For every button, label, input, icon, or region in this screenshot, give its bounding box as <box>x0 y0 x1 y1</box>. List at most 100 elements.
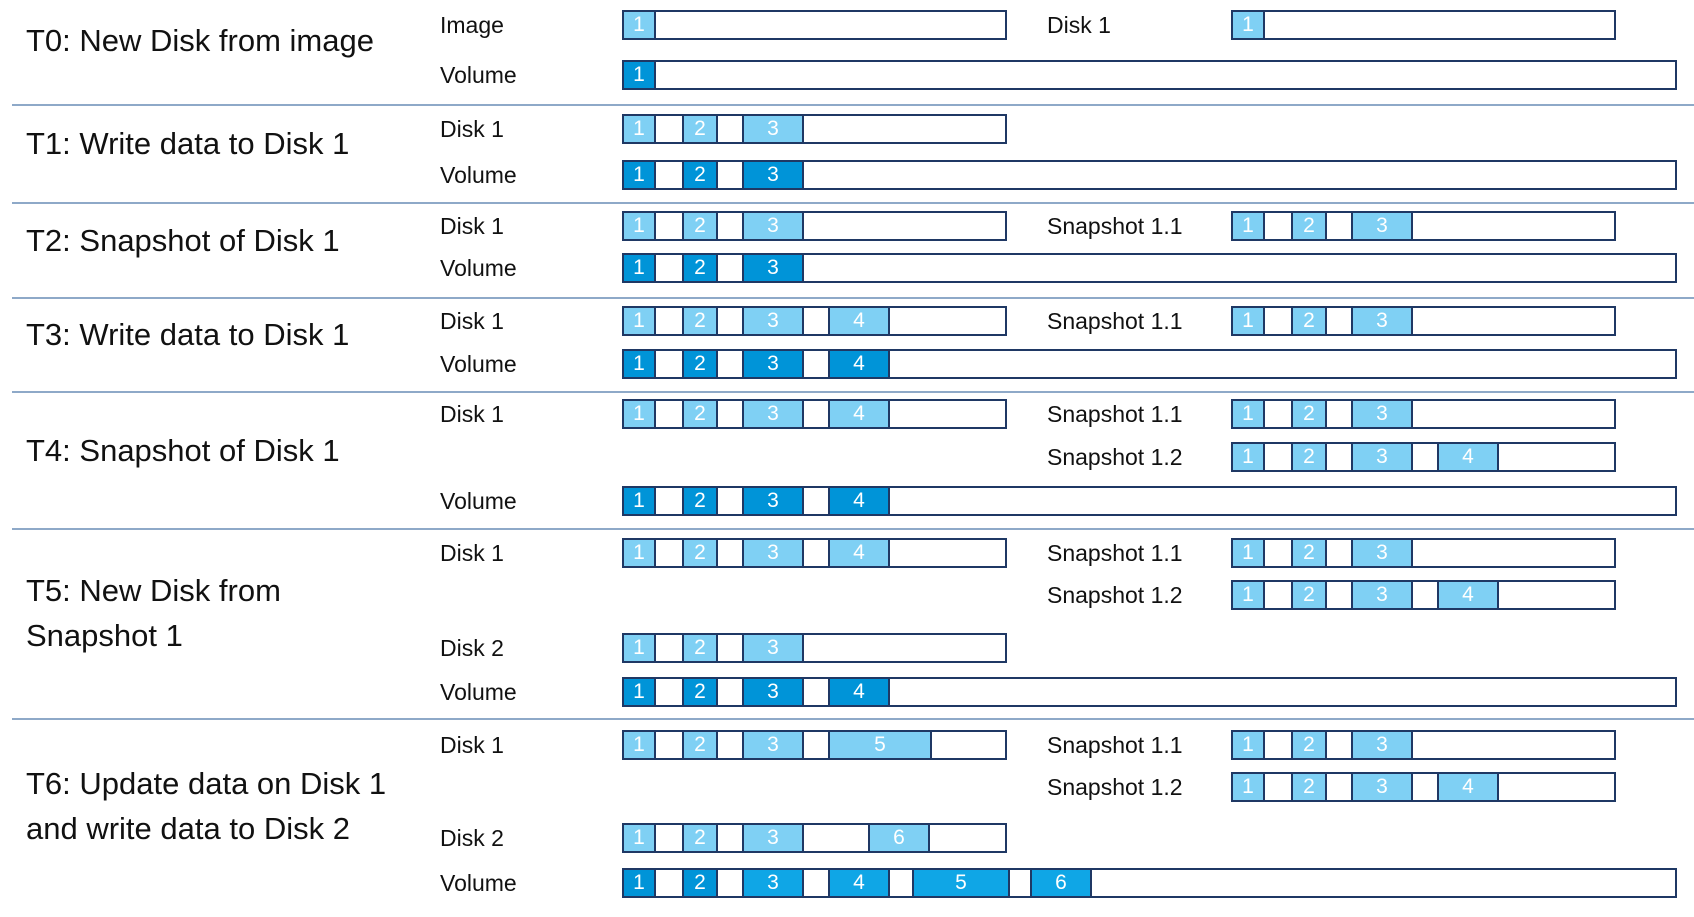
data-block-6: 6 <box>868 825 930 851</box>
data-block-3: 3 <box>1351 213 1413 239</box>
data-block-1: 1 <box>1231 213 1265 239</box>
data-block-2: 2 <box>682 488 718 514</box>
data-block-3: 3 <box>742 732 804 758</box>
data-block-2: 2 <box>1291 213 1327 239</box>
data-block-1: 1 <box>622 116 656 142</box>
data-block-3: 3 <box>742 116 804 142</box>
disk-1-label: Disk 1 <box>440 116 504 142</box>
data-block-1: 1 <box>1231 401 1265 427</box>
stage-title-t5: T5: New Disk from <box>26 573 281 608</box>
stage-separator <box>12 391 1694 393</box>
volume-label: Volume <box>440 162 517 188</box>
data-block-3: 3 <box>742 825 804 851</box>
data-block-2: 2 <box>1291 308 1327 334</box>
data-block-2: 2 <box>1291 732 1327 758</box>
stage-title-t4: T4: Snapshot of Disk 1 <box>26 433 340 468</box>
data-block-3: 3 <box>742 401 804 427</box>
data-block-1: 1 <box>622 351 656 377</box>
data-block-1: 1 <box>622 540 656 566</box>
data-block-4: 4 <box>828 870 890 896</box>
stage-separator <box>12 297 1694 299</box>
image-label: Image <box>440 12 504 38</box>
data-block-3: 3 <box>1351 401 1413 427</box>
data-block-4: 4 <box>828 488 890 514</box>
data-block-3: 3 <box>1351 582 1413 608</box>
data-block-1: 1 <box>622 488 656 514</box>
data-block-2: 2 <box>682 870 718 896</box>
data-block-1: 1 <box>1231 540 1265 566</box>
disk-1-label: Disk 1 <box>440 401 504 427</box>
data-block-3: 3 <box>742 162 804 188</box>
data-block-1: 1 <box>622 732 656 758</box>
data-block-2: 2 <box>682 732 718 758</box>
data-block-3: 3 <box>742 540 804 566</box>
data-block-4: 4 <box>1437 582 1499 608</box>
disk-2-label: Disk 2 <box>440 825 504 851</box>
snapshot-1-2-label: Snapshot 1.2 <box>1047 444 1183 470</box>
data-block-2: 2 <box>682 351 718 377</box>
volume-label: Volume <box>440 488 517 514</box>
data-block-1: 1 <box>622 870 656 896</box>
data-block-2: 2 <box>1291 540 1327 566</box>
data-block-2: 2 <box>682 825 718 851</box>
data-block-4: 4 <box>1437 774 1499 800</box>
snapshot-1-2-label: Snapshot 1.2 <box>1047 774 1183 800</box>
data-block-1: 1 <box>1231 732 1265 758</box>
data-block-1: 1 <box>622 679 656 705</box>
data-block-3: 3 <box>1351 774 1413 800</box>
data-block-3: 3 <box>1351 732 1413 758</box>
disk-1-label: Disk 1 <box>440 732 504 758</box>
volume-label: Volume <box>440 62 517 88</box>
stage-separator <box>12 104 1694 106</box>
disk-bar: 1 <box>1231 10 1616 40</box>
data-block-3: 3 <box>742 308 804 334</box>
data-block-1: 1 <box>622 635 656 661</box>
data-block-4: 4 <box>828 540 890 566</box>
stage-title-t2: T2: Snapshot of Disk 1 <box>26 223 340 258</box>
stage-separator <box>12 718 1694 720</box>
stage-separator <box>12 202 1694 204</box>
data-block-4: 4 <box>828 679 890 705</box>
data-block-2: 2 <box>1291 582 1327 608</box>
snapshot-1-1-label: Snapshot 1.1 <box>1047 401 1183 427</box>
data-block-2: 2 <box>1291 774 1327 800</box>
snapshot-1-2-label: Snapshot 1.2 <box>1047 582 1183 608</box>
data-block-1: 1 <box>1231 582 1265 608</box>
data-block-1: 1 <box>622 12 656 38</box>
data-block-5: 5 <box>828 732 932 758</box>
volume-label: Volume <box>440 351 517 377</box>
data-block-3: 3 <box>742 488 804 514</box>
data-block-4: 4 <box>1437 444 1499 470</box>
data-block-2: 2 <box>682 162 718 188</box>
data-block-1: 1 <box>1231 12 1265 38</box>
stage-title-t6: and write data to Disk 2 <box>26 811 350 846</box>
stage-title-t5: Snapshot 1 <box>26 618 183 653</box>
data-block-1: 1 <box>622 308 656 334</box>
data-block-1: 1 <box>622 255 656 281</box>
data-block-1: 1 <box>1231 444 1265 470</box>
data-block-2: 2 <box>1291 444 1327 470</box>
data-block-1: 1 <box>622 401 656 427</box>
data-block-4: 4 <box>828 351 890 377</box>
data-block-3: 3 <box>742 351 804 377</box>
disk-1-label: Disk 1 <box>440 213 504 239</box>
volume-label: Volume <box>440 870 517 896</box>
disk-1-label: Disk 1 <box>440 540 504 566</box>
data-block-2: 2 <box>682 116 718 142</box>
data-block-1: 1 <box>1231 774 1265 800</box>
data-block-2: 2 <box>682 679 718 705</box>
